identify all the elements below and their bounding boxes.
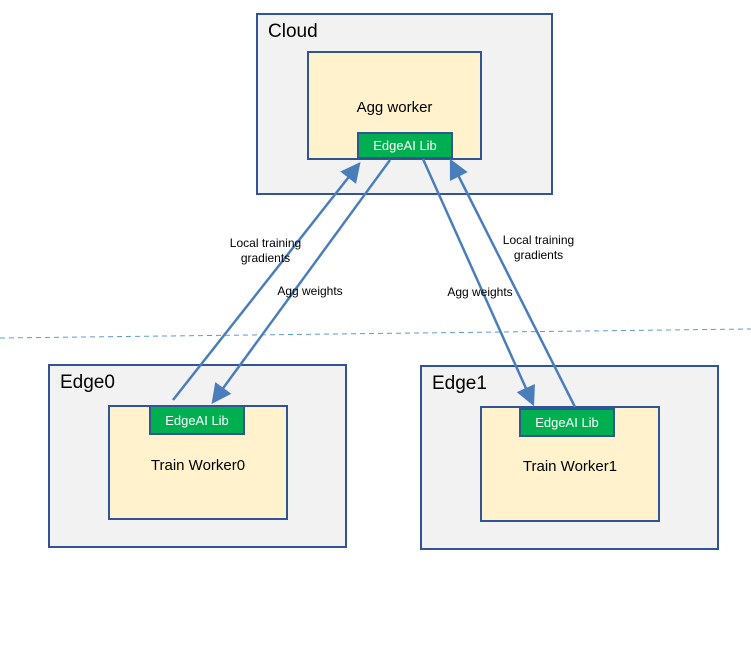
train-worker0-label: Train Worker0 bbox=[150, 457, 246, 474]
network-divider-line bbox=[0, 328, 751, 339]
edge0-weights-annotation: Agg weights bbox=[277, 284, 343, 298]
edge0-gradients-arrow bbox=[172, 162, 361, 401]
edge1-gradients-annotation: Local training gradients bbox=[486, 233, 591, 263]
edge0-edgeai-lib: EdgeAI Lib bbox=[149, 405, 245, 435]
agg-worker-label: Agg worker bbox=[356, 99, 433, 116]
edge0-gradients-line1: Local training bbox=[229, 236, 302, 250]
edge0-gradients-line2: gradients bbox=[240, 251, 291, 265]
edge1-edgeai-lib: EdgeAI Lib bbox=[519, 408, 615, 437]
edge1-label: Edge1 bbox=[432, 373, 487, 394]
train-worker1-label: Train Worker1 bbox=[522, 458, 618, 475]
edge0-label: Edge0 bbox=[60, 372, 115, 393]
edge0-gradients-annotation: Local training gradients bbox=[213, 236, 318, 266]
cloud-edgeai-lib-label: EdgeAI Lib bbox=[373, 138, 437, 153]
edge1-weights-annotation: Agg weights bbox=[447, 285, 513, 299]
cloud-zone: Cloud Agg worker EdgeAI Lib bbox=[256, 13, 553, 195]
edge1-edgeai-lib-label: EdgeAI Lib bbox=[535, 415, 599, 430]
cloud-label: Cloud bbox=[268, 21, 318, 42]
edge1-gradients-line1: Local training bbox=[502, 233, 575, 247]
edge1-gradients-arrow bbox=[449, 158, 577, 408]
cloud-to-edge1-weights-arrow bbox=[421, 158, 535, 407]
cloud-to-edge0-weights-arrow bbox=[211, 159, 392, 405]
edge1-gradients-line2: gradients bbox=[513, 248, 564, 262]
cloud-edgeai-lib: EdgeAI Lib bbox=[357, 132, 453, 159]
edge0-zone: Edge0 Train Worker0 EdgeAI Lib bbox=[48, 364, 347, 548]
edge0-edgeai-lib-label: EdgeAI Lib bbox=[165, 412, 229, 428]
